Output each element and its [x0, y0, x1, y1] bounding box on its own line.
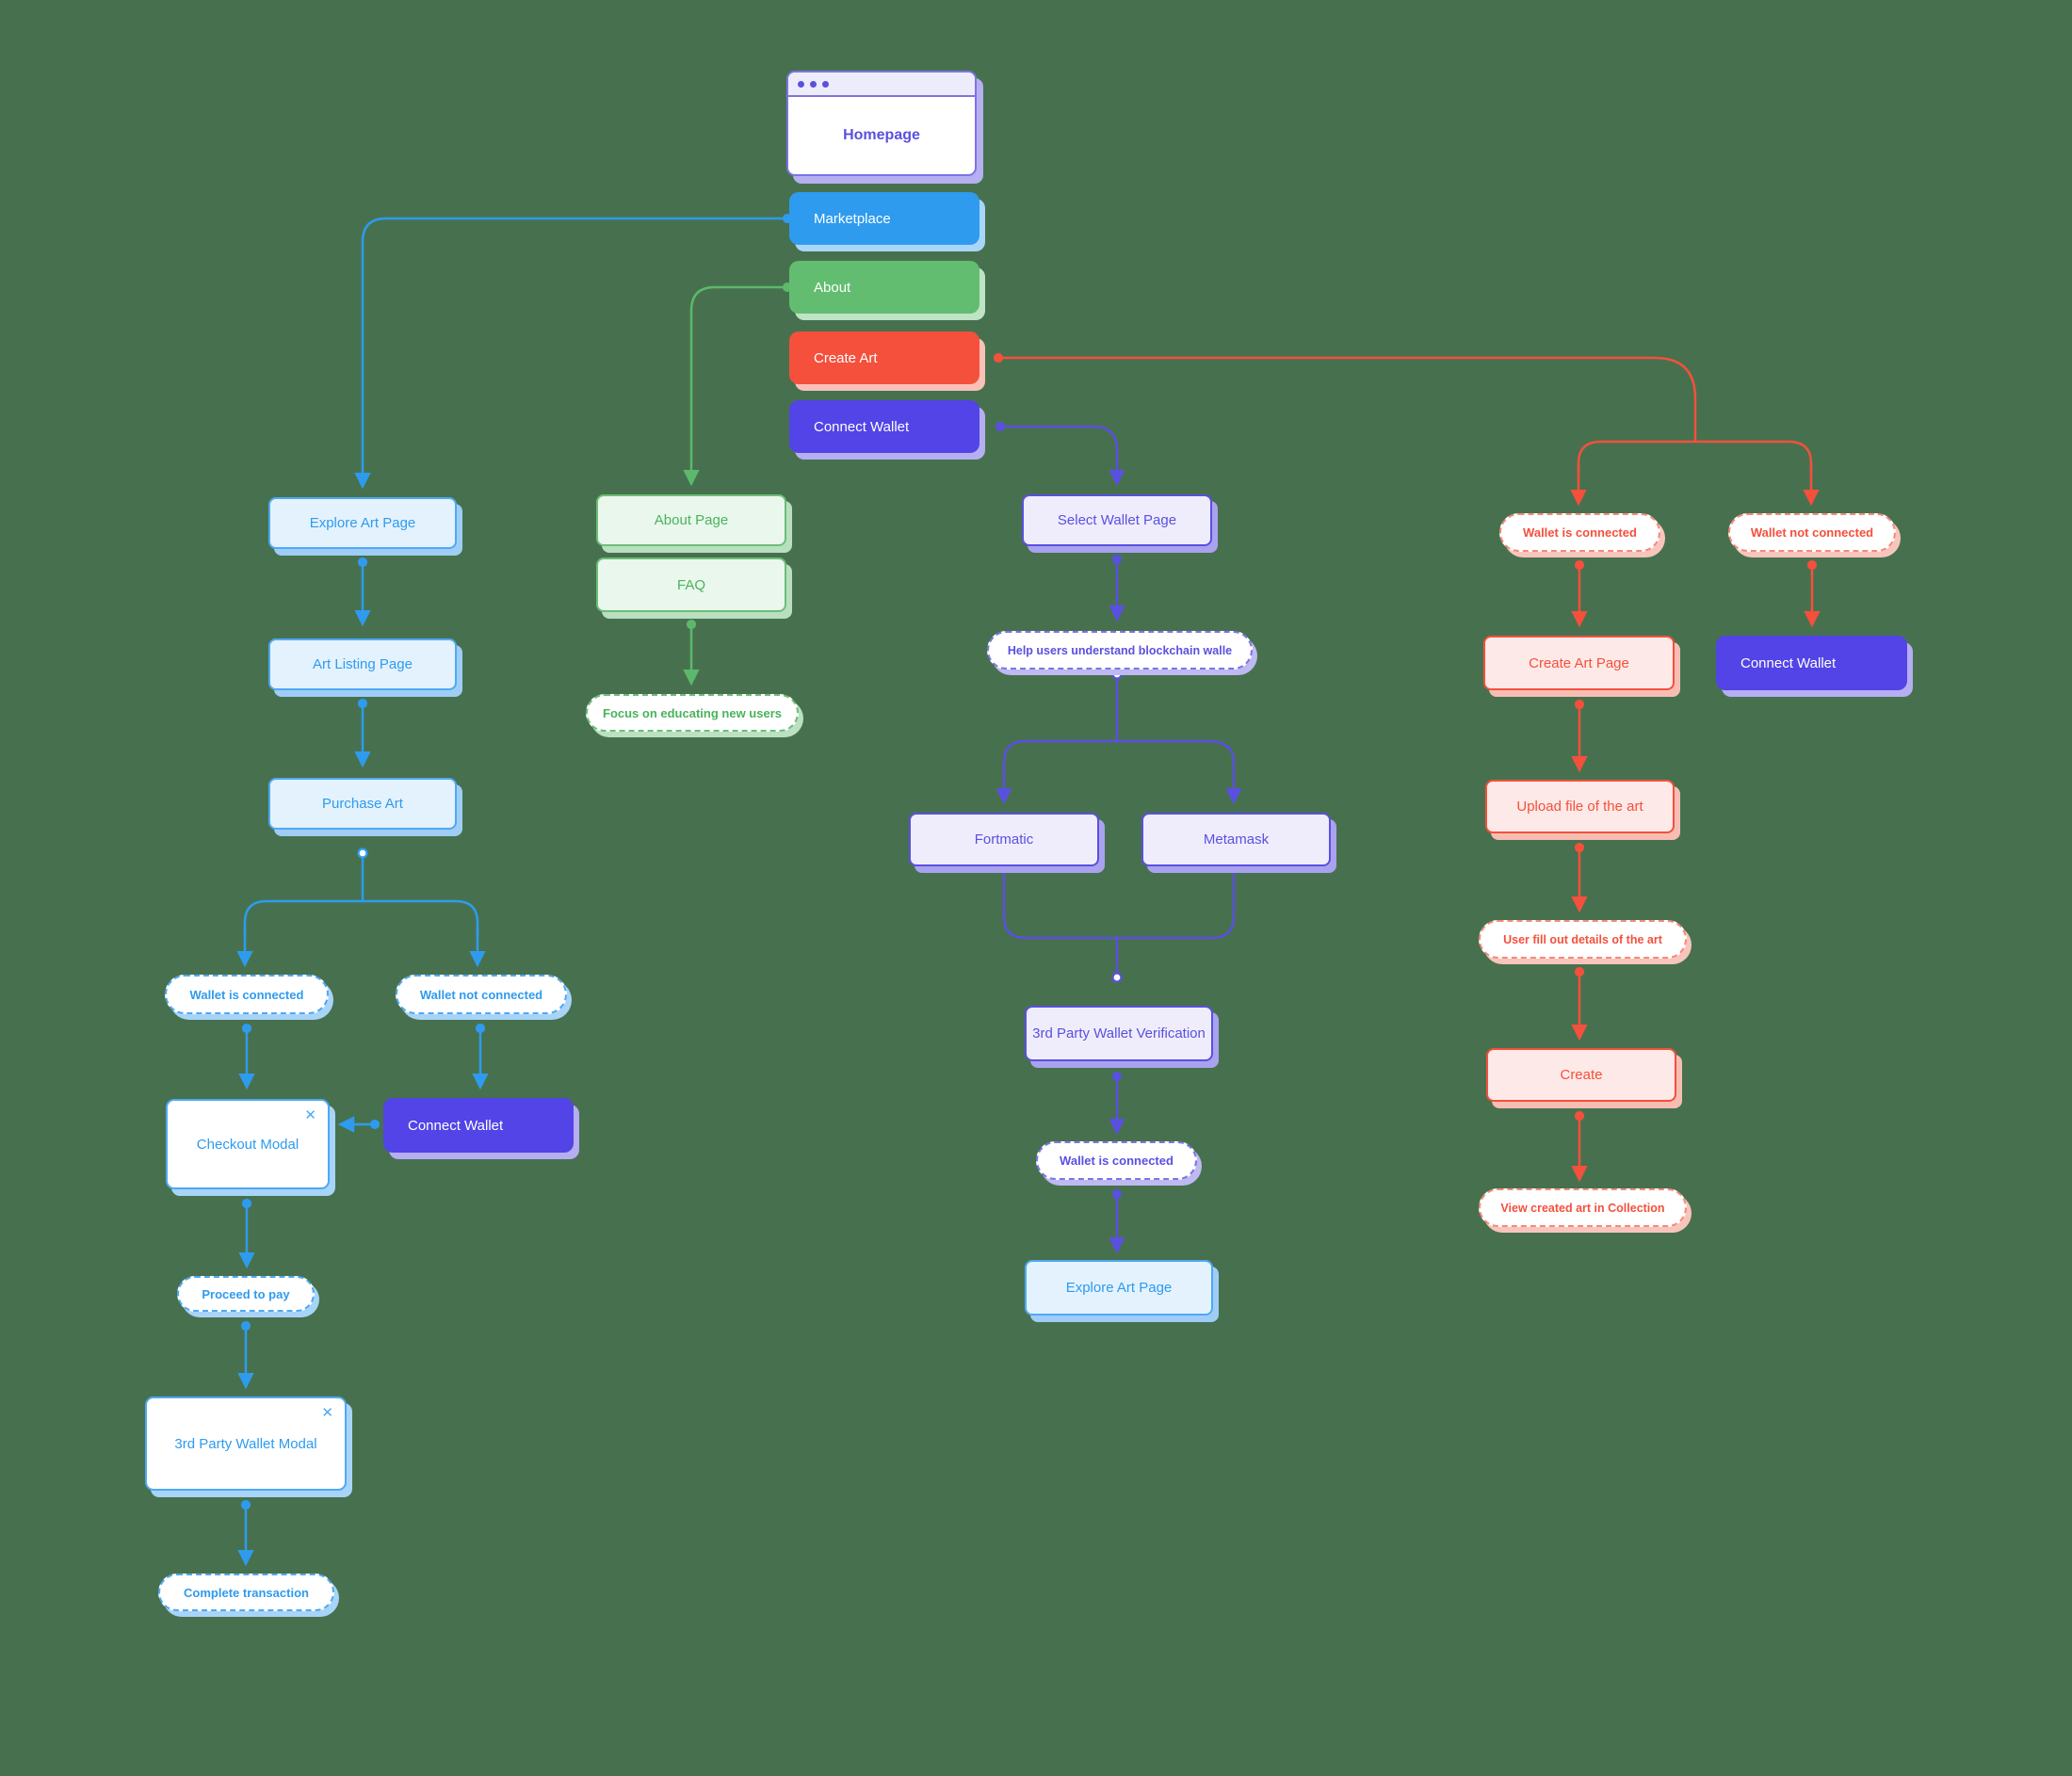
explore-art-page-label: Explore Art Page	[309, 515, 416, 531]
note-view-created-art[interactable]: View created art in Collection	[1479, 1188, 1687, 1227]
checkout-modal-label: Checkout Modal	[196, 1136, 299, 1153]
menu-item-about[interactable]: About	[789, 261, 979, 314]
art-listing-page-label: Art Listing Page	[313, 656, 413, 672]
create-label: Create	[1560, 1067, 1603, 1083]
note-label: User fill out details of the art	[1503, 932, 1662, 946]
connect-wallet-right-label: Connect Wallet	[1740, 654, 1837, 671]
condition-wallet-is-connected-left[interactable]: Wallet is connected	[165, 975, 329, 1014]
node-checkout-modal[interactable]: ✕ Checkout Modal	[166, 1099, 330, 1189]
third-party-wallet-modal-label: 3rd Party Wallet Modal	[174, 1435, 317, 1452]
condition-label: Proceed to pay	[202, 1286, 290, 1301]
node-upload-file[interactable]: Upload file of the art	[1485, 780, 1675, 833]
condition-complete-transaction[interactable]: Complete transaction	[158, 1574, 334, 1611]
homepage-label: Homepage	[843, 127, 920, 143]
node-faq[interactable]: FAQ	[596, 557, 786, 612]
condition-label: Complete transaction	[184, 1585, 309, 1600]
node-purchase-art[interactable]: Purchase Art	[268, 778, 457, 830]
note-help-users-understand[interactable]: Help users understand blockchain walle	[987, 631, 1253, 670]
node-select-wallet-page[interactable]: Select Wallet Page	[1022, 494, 1212, 546]
note-focus-on-educating[interactable]: Focus on educating new users	[586, 694, 799, 732]
window-titlebar	[788, 73, 975, 97]
node-create-art-page[interactable]: Create Art Page	[1483, 636, 1675, 690]
faq-label: FAQ	[676, 576, 705, 593]
node-third-party-wallet-modal[interactable]: ✕ 3rd Party Wallet Modal	[145, 1397, 347, 1491]
node-connect-wallet-right[interactable]: Connect Wallet	[1716, 636, 1907, 690]
marketplace-label: Marketplace	[814, 210, 891, 227]
window-dot-icon	[798, 80, 804, 88]
condition-label: Wallet is connected	[1523, 525, 1637, 540]
homepage-window[interactable]: Homepage	[786, 71, 977, 176]
condition-wallet-not-connected-left[interactable]: Wallet not connected	[396, 975, 567, 1014]
node-fortmatic[interactable]: Fortmatic	[909, 813, 1099, 866]
node-metamask[interactable]: Metamask	[1141, 813, 1331, 866]
condition-wallet-is-connected-mid[interactable]: Wallet is connected	[1036, 1141, 1197, 1180]
menu-item-marketplace[interactable]: Marketplace	[789, 192, 979, 245]
window-dot-icon	[810, 80, 817, 88]
about-label: About	[814, 279, 851, 296]
condition-proceed-to-pay[interactable]: Proceed to pay	[177, 1276, 315, 1312]
menu-item-create-art[interactable]: Create Art	[789, 331, 979, 384]
window-dot-icon	[822, 80, 829, 88]
condition-label: Wallet is connected	[1060, 1154, 1174, 1168]
node-art-listing-page[interactable]: Art Listing Page	[268, 638, 457, 690]
about-page-label: About Page	[654, 512, 729, 528]
note-label: Focus on educating new users	[603, 705, 782, 720]
select-wallet-page-label: Select Wallet Page	[1057, 512, 1177, 528]
note-label: View created art in Collection	[1500, 1201, 1665, 1215]
node-third-party-wallet-verification[interactable]: 3rd Party Wallet Verification	[1025, 1006, 1213, 1061]
node-explore-art-page[interactable]: Explore Art Page	[268, 497, 457, 549]
condition-label: Wallet not connected	[1750, 525, 1874, 540]
condition-wallet-is-connected-right[interactable]: Wallet is connected	[1499, 513, 1660, 552]
note-user-fill-out-details[interactable]: User fill out details of the art	[1479, 920, 1687, 959]
node-connect-wallet-left[interactable]: Connect Wallet	[383, 1098, 574, 1153]
node-about-page[interactable]: About Page	[596, 494, 786, 546]
node-explore-art-page-mid[interactable]: Explore Art Page	[1025, 1260, 1213, 1316]
condition-label: Wallet not connected	[419, 987, 543, 1002]
connect-wallet-label: Connect Wallet	[814, 418, 910, 435]
purchase-art-label: Purchase Art	[322, 796, 403, 812]
menu-item-connect-wallet[interactable]: Connect Wallet	[789, 400, 979, 453]
upload-file-label: Upload file of the art	[1516, 799, 1643, 815]
condition-label: Wallet is connected	[189, 987, 304, 1002]
explore-art-page-label: Explore Art Page	[1065, 1280, 1173, 1296]
verification-label: 3rd Party Wallet Verification	[1032, 1025, 1206, 1041]
create-art-page-label: Create Art Page	[1529, 654, 1629, 671]
create-art-label: Create Art	[814, 349, 878, 366]
close-icon[interactable]: ✕	[304, 1107, 316, 1123]
connect-wallet-left-label: Connect Wallet	[408, 1117, 504, 1134]
node-create[interactable]: Create	[1486, 1048, 1676, 1102]
condition-wallet-not-connected-right[interactable]: Wallet not connected	[1728, 513, 1896, 552]
note-label: Help users understand blockchain walle	[1007, 643, 1233, 657]
close-icon[interactable]: ✕	[321, 1405, 333, 1421]
fortmatic-label: Fortmatic	[974, 831, 1034, 848]
metamask-label: Metamask	[1203, 831, 1270, 848]
